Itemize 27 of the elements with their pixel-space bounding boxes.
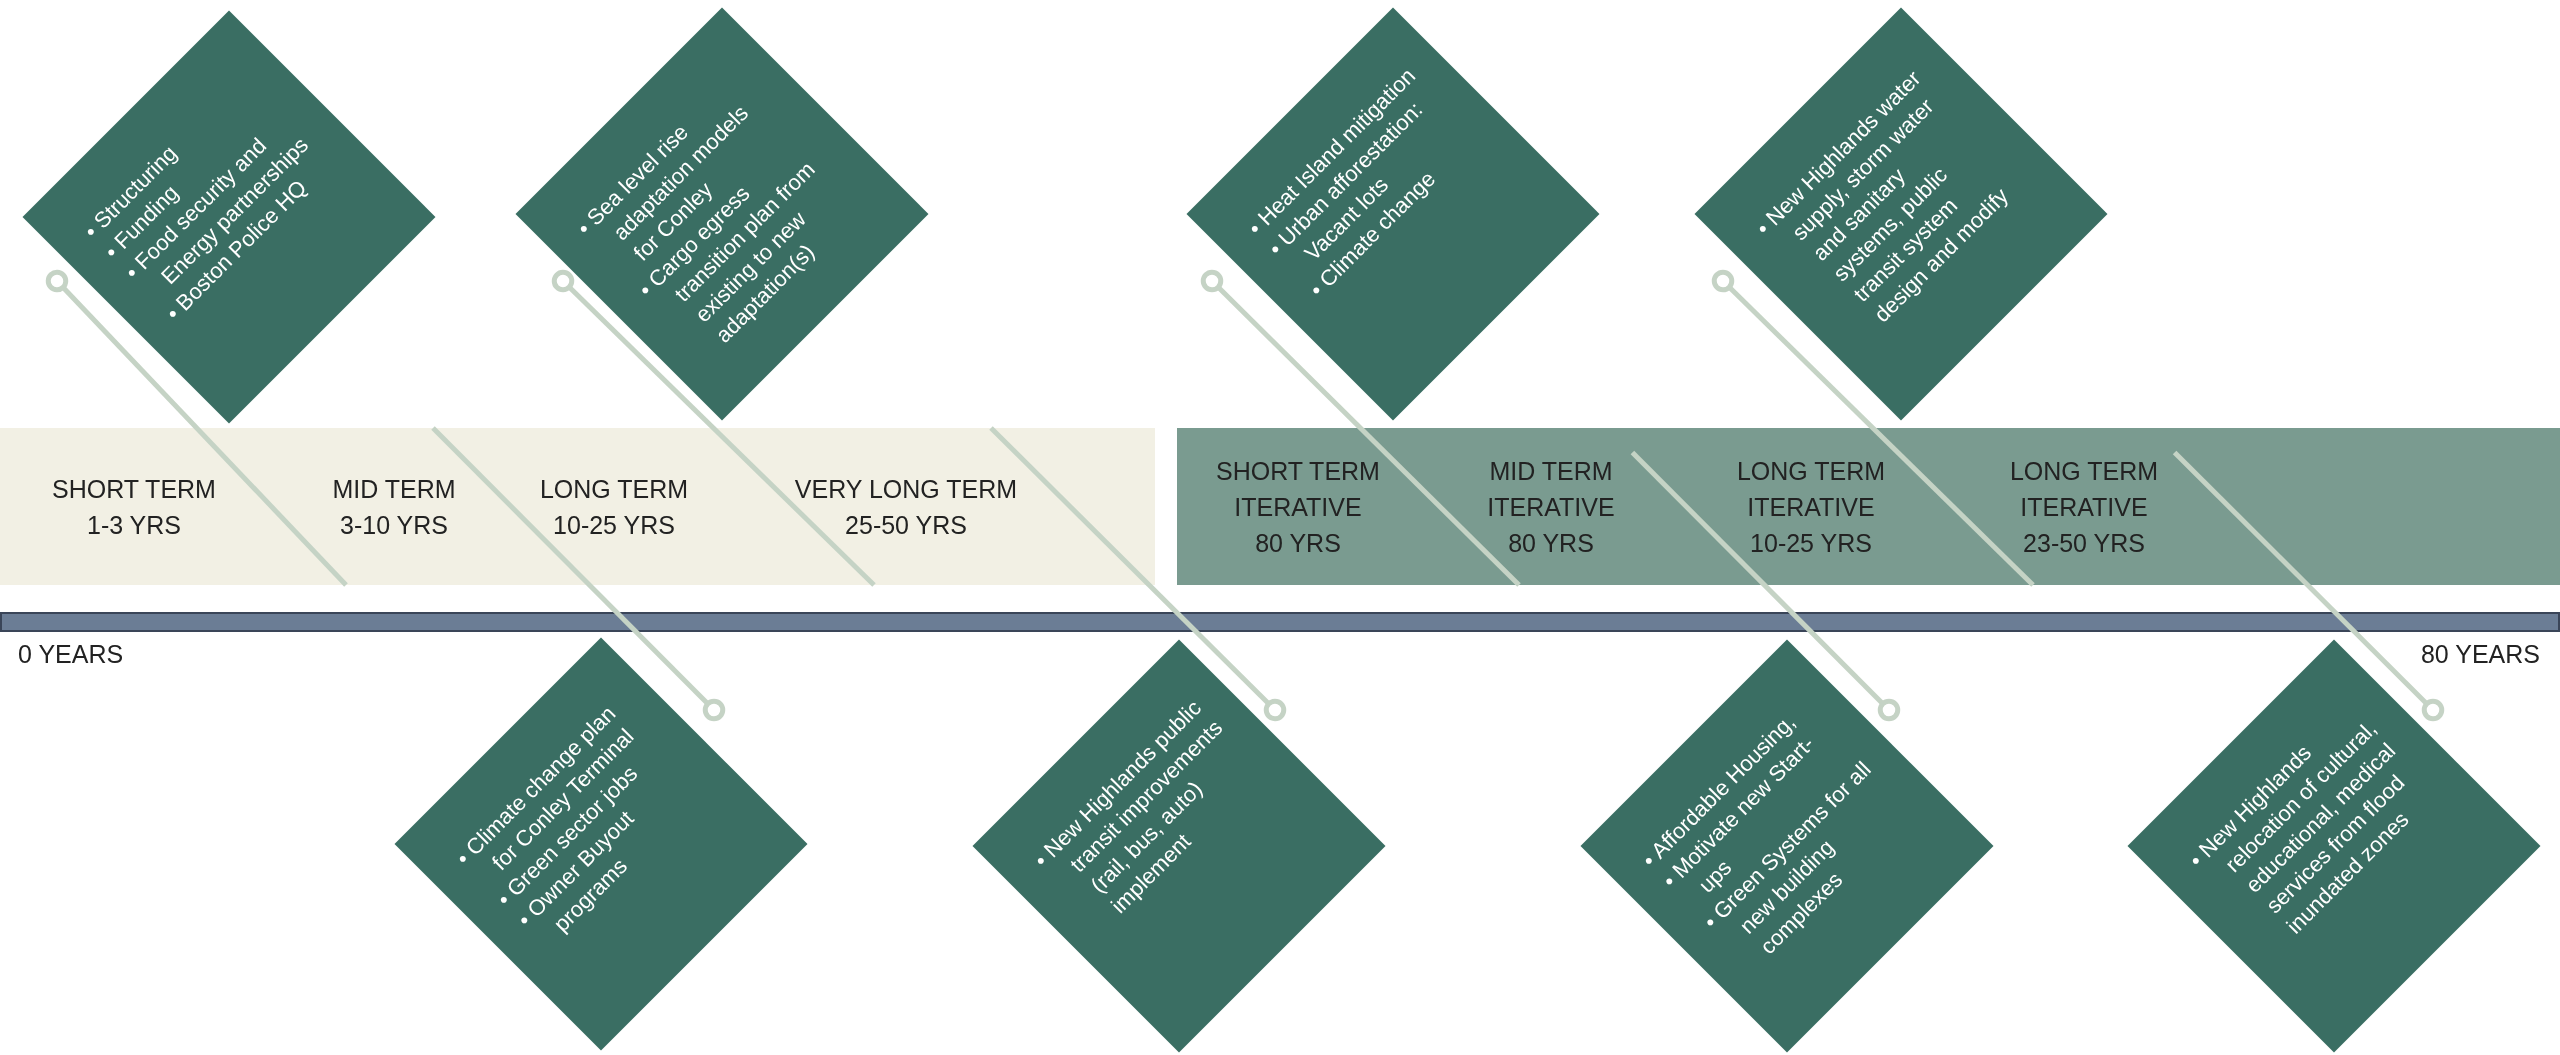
period-label: 10-25 YRS [552, 509, 676, 541]
period-label: MID TERM ITERATIVE [1486, 455, 1616, 523]
period-label: SHORT TERM ITERATIVE [1215, 455, 1381, 523]
leader-line [45, 269, 348, 587]
period-label: 25-50 YRS [844, 509, 968, 541]
leader-line [431, 426, 726, 722]
period-label: VERY LONG TERM [793, 473, 1019, 505]
period-label: 10-25 YRS [1749, 527, 1873, 559]
period-label: 3-10 YRS [339, 509, 449, 541]
period-label: LONG TERM ITERATIVE [1735, 455, 1887, 523]
period-label: LONG TERM ITERATIVE [2008, 455, 2160, 523]
period-label: 1-3 YRS [86, 509, 182, 541]
period-label: 80 YRS [1254, 527, 1342, 559]
axis-label: 80 YEARS [2420, 640, 2540, 669]
period-label: MID TERM [331, 473, 457, 505]
timeline-axis [0, 612, 2560, 632]
timeline-band [0, 428, 1155, 585]
axis-label: 0 YEARS [18, 640, 124, 669]
leader-line [2172, 450, 2445, 722]
leader-line [989, 426, 1287, 722]
period-label: LONG TERM [538, 473, 690, 505]
period-label: 23-50 YRS [2022, 527, 2146, 559]
timeline-band [1177, 428, 2560, 585]
period-label: SHORT TERM [51, 473, 217, 505]
period-label: 80 YRS [1507, 527, 1595, 559]
leader-line [1630, 450, 1901, 722]
leader-line [551, 269, 876, 587]
